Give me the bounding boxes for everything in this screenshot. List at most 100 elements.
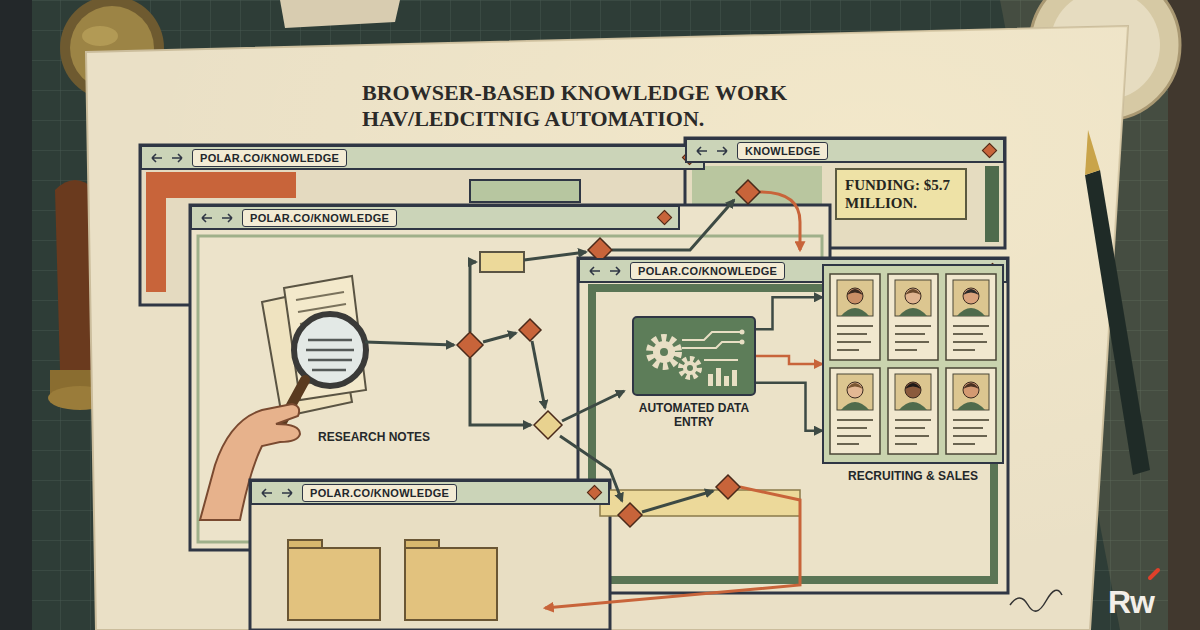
rect-part [888,274,938,360]
path-part [365,342,454,345]
flow-arrow [756,383,822,431]
rect-part [708,374,713,386]
path-part [905,289,921,295]
polygon-part [736,180,760,204]
path-part [841,308,869,316]
url-bar: POLAR.CO/KNOWLEDGE [192,149,347,167]
path-part [957,402,985,410]
window-button [982,143,998,159]
orange-band [146,172,166,292]
signature [1010,590,1062,611]
flow-arrow [756,356,822,364]
nav-arrows [260,486,294,500]
path-part [152,154,182,162]
url-bar: POLAR.CO/KNOWLEDGE [630,262,785,280]
nav-arrows [200,211,234,225]
folder [405,548,497,620]
flow-lines [365,192,800,608]
funding-box: FUNDING: $5.7 MILLION. [835,168,967,220]
path-part [963,383,979,389]
polygon-part [716,475,740,499]
path-part [532,341,545,408]
circle-part [905,288,921,304]
rect-part [837,374,873,410]
rect-part [946,274,996,360]
rect-part [888,368,938,454]
path-part [562,391,624,421]
path-part [837,420,873,444]
path-part [697,147,727,155]
window-body [578,258,1008,593]
circle-part [660,348,668,356]
svg-part [588,264,622,278]
url-bar: KNOWLEDGE [737,142,828,160]
path-part [895,420,931,444]
circle-part [847,288,863,304]
diagram-title: BROWSER-BASED KNOWLEDGE WORK HAV/LEDCITN… [362,80,902,132]
svg-part [260,486,294,500]
rect-part [953,374,989,410]
path-part [545,487,800,608]
path-part [202,214,232,222]
window-button [587,485,603,501]
notepad [280,0,400,28]
brass-highlight [82,26,118,46]
path-part [682,332,742,360]
green-tab [470,180,580,202]
paper-light [86,26,1128,630]
polygon-part [534,411,562,439]
logo-accent [1150,570,1158,578]
window-title-bar: POLAR.CO/KNOWLEDGE [140,145,705,170]
profile-grid: RECRUITING & SALES [822,264,1004,483]
green-strip [985,166,999,242]
path-part [953,420,989,444]
paper-sheet [86,26,1128,630]
circle-part [963,382,979,398]
window-title-bar: KNOWLEDGE [685,138,1005,163]
rect-part [895,374,931,410]
yellow-step [480,252,524,272]
window-title-bar: POLAR.CO/KNOWLEDGE [250,480,610,505]
path-part [306,340,354,370]
profile-panel [822,264,1004,464]
left-shadow [0,0,32,630]
path-part [847,383,863,389]
window-button [657,210,673,226]
path-part [760,192,800,250]
circle-part [963,288,979,304]
svg-part [634,318,754,394]
path-part [899,402,927,410]
pen-nib [1085,130,1100,175]
fountain-pen [1085,170,1150,475]
circle-part [847,382,863,398]
circle-part [683,361,697,375]
path-part [963,289,979,295]
path-part [262,489,292,497]
rect-part [830,368,880,454]
gear-panel [632,316,756,396]
nav-arrows [695,144,729,158]
watermark-logo: Rw [1108,584,1154,620]
svg-part [150,151,184,165]
rect-part [837,280,873,316]
path-part [953,326,989,350]
rect-part [716,368,721,386]
orange-band [146,172,296,198]
rect-part [724,376,729,386]
rect-part [732,370,737,386]
rect-part [953,280,989,316]
path-part [895,326,931,350]
polygon-part [519,319,541,341]
section-label: RESEARCH NOTES [318,430,430,445]
path-part [524,252,586,260]
circle-part [905,382,921,398]
path-part [470,358,531,425]
flow-arrow [756,297,822,329]
path-part [590,267,620,275]
rect-part [895,280,931,316]
path-part [899,308,927,316]
path-part [841,402,869,410]
